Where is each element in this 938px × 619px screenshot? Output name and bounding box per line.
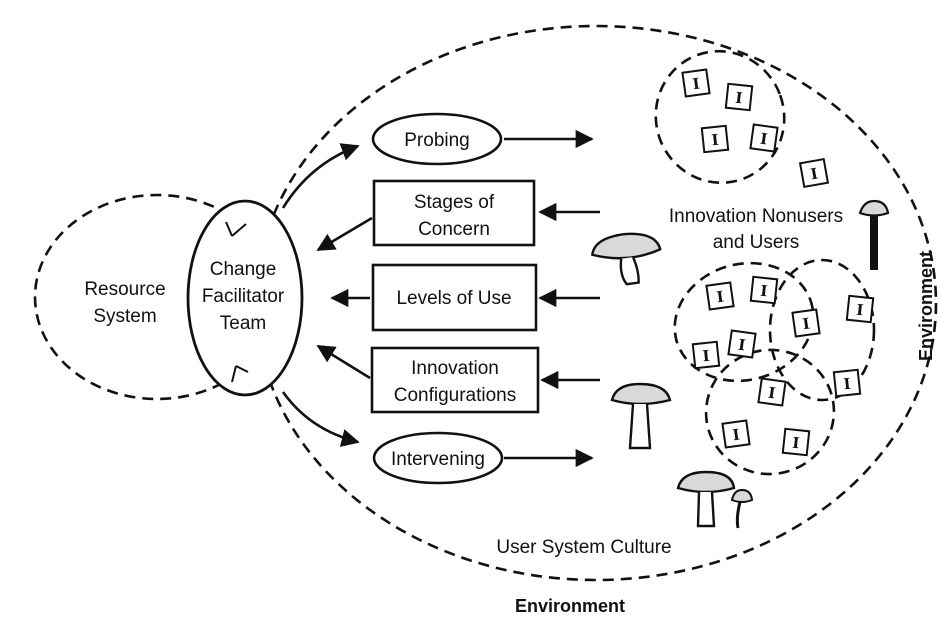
mushroom-icon	[858, 199, 890, 270]
resource-system-label-line2: System	[93, 306, 156, 327]
innovation-users-label-line1: Innovation Nonusers	[669, 206, 843, 227]
innovation-configurations-box	[370, 346, 540, 414]
user-cluster-middle-left	[673, 261, 815, 383]
innovation-box-glyph: I	[711, 131, 720, 150]
change-facilitator-team-label-line3: Team	[220, 313, 266, 334]
intervening-ellipse	[372, 431, 504, 485]
stages-of-concern-label-line2: Concern	[418, 219, 490, 240]
innovation-box-glyph: I	[691, 75, 700, 94]
innovation-box-glyph: I	[731, 426, 740, 445]
innovation-box: I	[781, 427, 811, 457]
innovation-box: I	[832, 368, 862, 398]
innovation-box-glyph: I	[715, 288, 724, 307]
innovation-box: I	[705, 281, 735, 311]
intervening-label: Intervening	[391, 449, 485, 470]
arrow-team-to-intervening	[281, 391, 360, 447]
arrow-soc-to-team	[316, 216, 373, 252]
innovation-box-glyph: I	[855, 301, 864, 320]
user-cluster-bottom	[704, 348, 836, 476]
user-cluster-middle-right	[768, 258, 876, 402]
innovation-box: I	[681, 68, 711, 98]
innovation-box: I	[727, 329, 757, 359]
innovation-box-glyph: I	[734, 89, 743, 108]
mushroom-icon	[676, 470, 736, 528]
arrow-ic-to-team	[316, 344, 371, 380]
stages-of-concern-label-line1: Stages of	[414, 192, 495, 213]
innovation-box: I	[724, 82, 754, 112]
user-system-culture-boundary	[254, 24, 938, 582]
user-system-culture-label: User System Culture	[496, 537, 671, 558]
probing-label: Probing	[404, 130, 470, 151]
mushroom-icon	[610, 382, 672, 450]
innovation-box-glyph: I	[759, 130, 768, 149]
probing-ellipse	[371, 112, 503, 166]
change-facilitator-team-ellipse	[186, 199, 304, 397]
innovation-box: I	[791, 308, 821, 338]
change-facilitator-team-label-line2: Facilitator	[202, 286, 285, 307]
innovation-box-glyph: I	[809, 165, 819, 184]
innovation-box: I	[721, 419, 751, 449]
innovation-configurations-label-line1: Innovation	[411, 358, 499, 379]
innovation-box-glyph: I	[702, 347, 711, 366]
environment-label-bottom: Environment	[515, 596, 625, 616]
innovation-box: I	[845, 294, 875, 324]
user-cluster-top	[654, 49, 786, 185]
innovation-box-glyph: I	[759, 282, 768, 301]
innovation-box: I	[700, 124, 730, 154]
innovation-configurations-label-line2: Configurations	[394, 385, 517, 406]
innovation-box: I	[749, 123, 779, 153]
mushroom-icon	[730, 488, 754, 529]
environment-label-right: Environment	[916, 251, 936, 361]
innovation-box-glyph: I	[767, 384, 776, 403]
innovation-box: I	[757, 377, 787, 407]
innovation-box: I	[798, 157, 830, 189]
innovation-box-glyph: I	[791, 434, 800, 453]
innovation-box: I	[691, 340, 721, 370]
resource-system-label-line1: Resource	[84, 279, 165, 300]
innovation-boxes: I I I I I I I I I I I I I I I	[681, 68, 875, 457]
change-facilitator-team-label-line1: Change	[210, 259, 277, 280]
arrow-team-to-probing	[281, 143, 360, 209]
innovation-users-label-line2: and Users	[713, 232, 800, 253]
levels-of-use-label: Levels of Use	[396, 288, 511, 309]
innovation-box: I	[749, 275, 779, 305]
innovation-box-glyph: I	[843, 375, 852, 394]
mushroom-icon	[591, 232, 662, 286]
stages-of-concern-box	[372, 179, 536, 247]
innovation-box-glyph: I	[801, 315, 810, 334]
innovation-box-glyph: I	[737, 336, 746, 355]
levels-of-use-box	[371, 263, 538, 332]
